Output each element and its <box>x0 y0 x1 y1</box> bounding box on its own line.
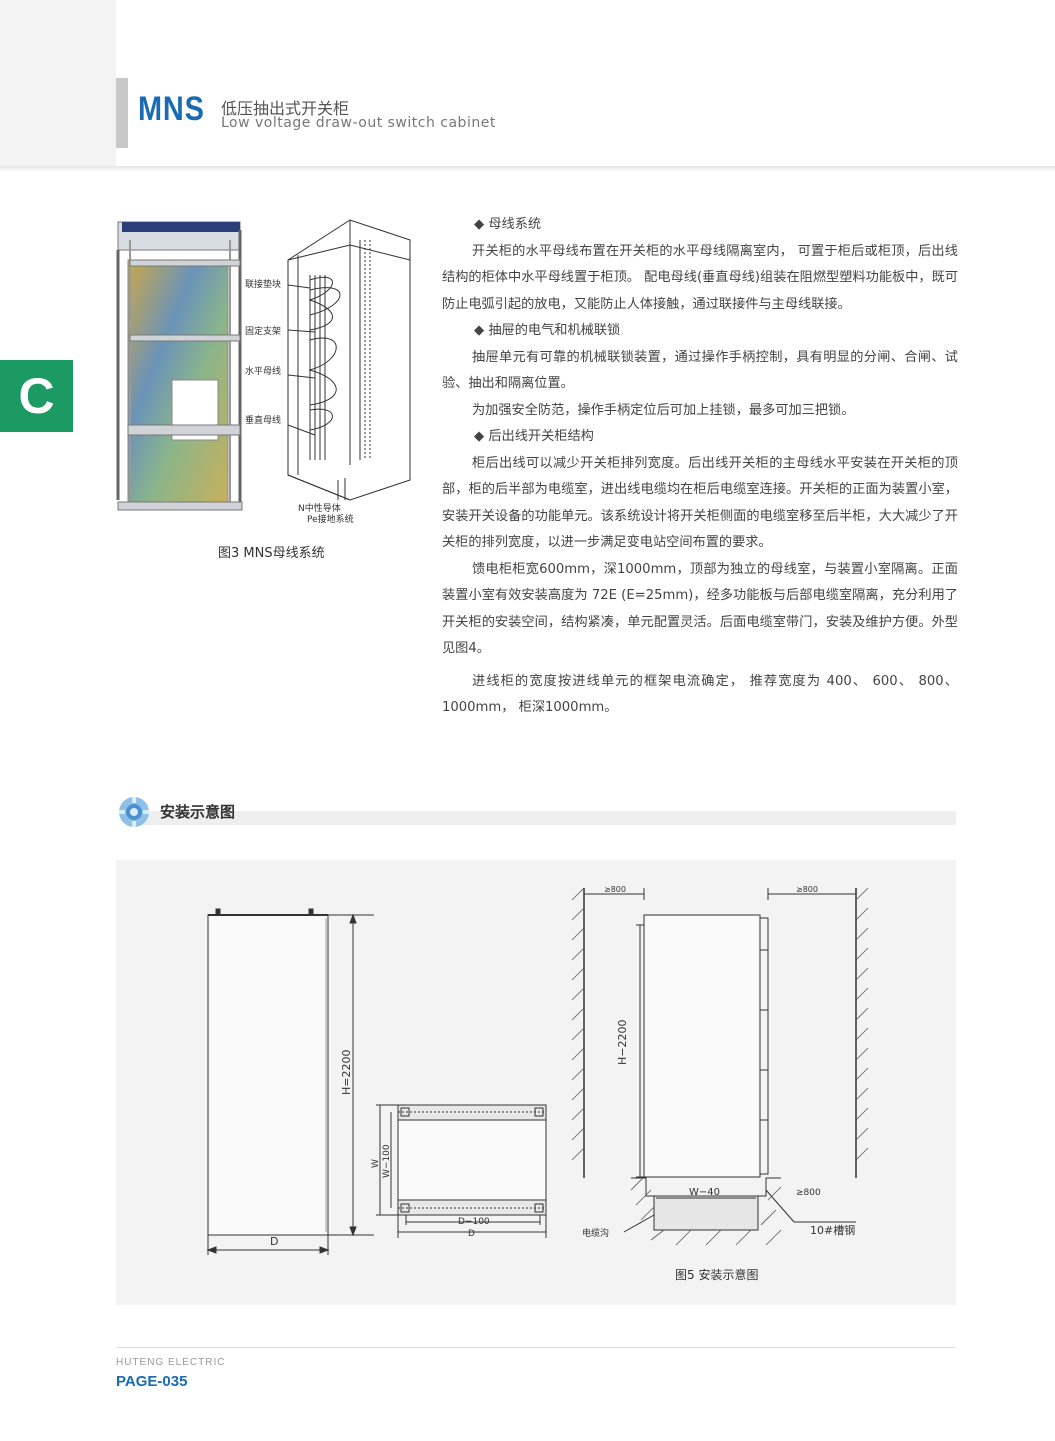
label-horizontal-busbar: 水平母线 <box>245 365 281 377</box>
paragraph-incoming: 进线柜的宽度按进线单元的框架电流确定， 推荐宽度为 400、 600、 800、… <box>442 673 958 716</box>
dim-width-minus-100: W−100 <box>382 1144 392 1178</box>
dim-height-side: H−2200 <box>616 1020 629 1065</box>
dim-width: W <box>371 1159 381 1168</box>
paragraph-feeder: 馈电柜柜宽600mm，深1000mm，顶部为独立的母线室，与装置小室隔离。正面装… <box>442 561 958 657</box>
label-cable-trench: 电缆沟 <box>582 1227 609 1239</box>
label-fixed-bracket: 固定支架 <box>245 325 281 337</box>
busbar-system-figure: 联接垫块 固定支架 水平母线 垂直母线 N中性导体 Pe接地系统 <box>110 210 420 530</box>
dim-depth-minus-100: D−100 <box>458 1217 490 1227</box>
label-pe-grounding: Pe接地系统 <box>307 513 354 525</box>
install-diagram-panel: H=2200 D W W−100 D−100 D ≥800 ≥800 H−220… <box>116 860 956 1305</box>
figure3-caption: 图3 MNS母线系统 <box>218 546 325 561</box>
install-heading: 安装示意图 <box>160 803 236 821</box>
page-number: PAGE-035 <box>116 1373 188 1390</box>
header-shadow <box>0 166 1055 172</box>
dim-depth-top: D <box>468 1229 475 1239</box>
heading-drawer-interlock: ◆ 抽屉的电气和机械联锁 <box>474 323 621 338</box>
heading-rear-outlet: ◆ 后出线开关柜结构 <box>474 429 594 444</box>
dim-depth: D <box>270 1235 278 1248</box>
busbar-illustration: 联接垫块 固定支架 水平母线 垂直母线 N中性导体 Pe接地系统 <box>116 219 411 525</box>
header-background <box>116 0 1055 166</box>
paragraph-padlock: 为加强安全防范，操作手柄定位后可加上挂锁，最多可加三把锁。 <box>472 402 855 418</box>
install-diagram: H=2200 D W W−100 D−100 D ≥800 ≥800 H−220… <box>206 885 869 1255</box>
brand-logo: MNS <box>138 90 205 128</box>
section-tab: C <box>0 360 73 432</box>
dim-clearance-right: ≥800 <box>796 885 818 894</box>
gear-icon <box>119 797 149 827</box>
label-neutral-conductor: N中性导体 <box>298 502 341 514</box>
dim-clearance-left: ≥800 <box>604 885 626 894</box>
dim-clearance-bottom: ≥800 <box>796 1188 821 1198</box>
heading-busbar-system: ◆ 母线系统 <box>474 217 542 232</box>
header-accent-bar <box>116 78 128 148</box>
footer-divider <box>116 1347 956 1348</box>
dim-height: H=2200 <box>340 1050 353 1095</box>
install-heading-bar <box>130 811 956 825</box>
paragraph-drawer: 抽屉单元有可靠的机械联锁装置，通过操作手柄控制，具有明显的分闸、合闸、试验、抽出… <box>442 349 958 392</box>
page-title-en: Low voltage draw-out switch cabinet <box>221 115 496 131</box>
page-title-cn: 低压抽出式开关柜 <box>221 99 350 118</box>
paragraph-rear-outlet: 柜后出线可以减少开关柜排列宽度。后出线开关柜的主母线水平安装在开关柜的顶部，柜的… <box>442 455 958 551</box>
description-text: ◆ 母线系统 开关柜的水平母线布置在开关柜的水平母线隔离室内， 可置于柜后或柜顶… <box>442 212 958 722</box>
label-connector-pad: 联接垫块 <box>245 278 281 290</box>
label-channel-steel: 10#槽钢 <box>810 1224 855 1237</box>
figure5-caption: 图5 安装示意图 <box>675 1268 759 1282</box>
footer-company: HUTENG ELECTRIC <box>116 1357 226 1368</box>
paragraph-busbar: 开关柜的水平母线布置在开关柜的水平母线隔离室内， 可置于柜后或柜顶，后出线结构的… <box>442 243 958 312</box>
dim-width-minus-40: W−40 <box>689 1187 720 1198</box>
label-vertical-busbar: 垂直母线 <box>245 414 281 426</box>
